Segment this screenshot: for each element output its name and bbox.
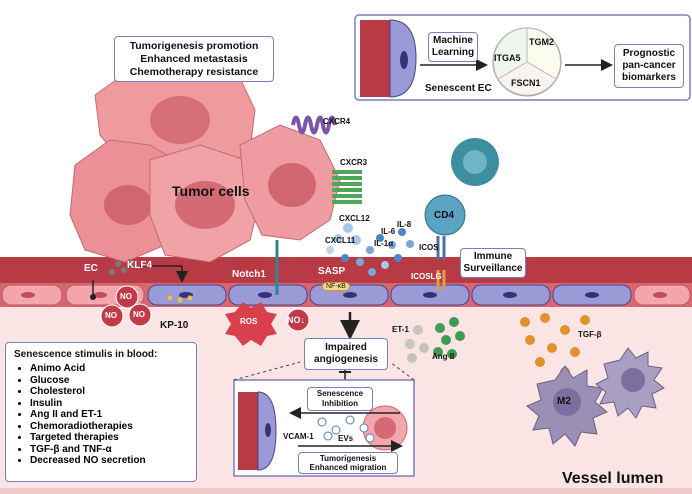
prog-line-3: biomarkers	[622, 72, 676, 83]
vcam1-label: VCAM-1	[283, 432, 314, 441]
kp10-dots	[167, 295, 193, 303]
klf4-label: KLF4	[127, 260, 152, 271]
no-label-3: NO	[133, 310, 145, 319]
stimulus-item: Insulin	[30, 398, 188, 410]
impaired-angiogenesis-box: Impaired angiogenesis	[304, 338, 388, 370]
senescence-inhibition-box: Senescence Inhibition	[307, 387, 373, 411]
surv-line-1: Immune	[473, 251, 513, 262]
cxcl11-label: CXCL11	[325, 236, 356, 245]
il8-label: IL-8	[397, 220, 412, 229]
icoslg-label: ICOSLG	[411, 272, 442, 281]
tumorig-line-2: Enhanced migration	[309, 463, 387, 472]
ml-line-2: Learning	[431, 47, 475, 58]
ev-particles	[317, 415, 375, 443]
stimulus-item: Animo Acid	[30, 363, 188, 375]
nfkb-label: NF-κB	[322, 282, 350, 291]
inhib-line-1: Senescence	[316, 389, 364, 398]
tumor-cells-label: Tumor cells	[172, 183, 250, 199]
tgfb-dots	[520, 313, 590, 377]
ros-label: ROS	[240, 317, 258, 326]
immune-surveillance-box: Immune Surveillance	[460, 248, 526, 278]
gene-tgm2: TGM2	[529, 37, 555, 47]
promotion-line-2: Enhanced metastasis	[140, 53, 248, 65]
gene-fscn1: FSCN1	[511, 78, 541, 88]
angio-line-2: angiogenesis	[314, 354, 378, 365]
machine-learning-box: Machine Learning	[428, 32, 478, 62]
surv-line-2: Surveillance	[463, 263, 523, 274]
icos-label: ICOS	[419, 243, 439, 252]
m2-label: M2	[557, 396, 571, 407]
ec-label: EC	[84, 263, 98, 274]
tgfb-label: TGF-β	[578, 330, 602, 339]
tumor-cell-cluster	[69, 59, 341, 263]
il6-label: IL-6	[381, 227, 396, 236]
et1-label: ET-1	[392, 325, 409, 334]
sasp-factor-dots	[326, 223, 414, 276]
il1a-label: IL-1α	[374, 239, 394, 248]
stimulus-item: Decreased NO secretion	[30, 455, 188, 467]
angio-line-1: Impaired	[325, 342, 367, 353]
prog-line-2: pan-cancer	[622, 60, 676, 71]
cxcr3-receptor	[332, 170, 362, 204]
no-label-1: NO	[120, 292, 132, 301]
prog-line-1: Prognostic	[622, 48, 676, 59]
tumor-promotion-box: Tumorigenesis promotion Enhanced metasta…	[114, 36, 274, 82]
notch1-label: Notch1	[232, 269, 266, 280]
promotion-line-3: Chemotherapy resistance	[129, 66, 259, 78]
stimuli-title: Senescence stimulis in blood:	[14, 349, 158, 360]
no-down-label: NO↓	[287, 315, 305, 325]
cxcl12-label: CXCL12	[339, 214, 370, 223]
cxcr4-receptor	[291, 115, 337, 135]
gene-pie	[492, 27, 562, 97]
vessel-lumen-label: Vessel lumen	[562, 470, 664, 487]
promotion-line-1: Tumorigenesis promotion	[129, 40, 259, 52]
ang2-label: Ang II	[432, 352, 455, 361]
stimulus-item: TGF-β and TNF-α	[30, 444, 188, 456]
senescence-stimuli-box: Senescence stimulis in blood: Animo Acid…	[5, 342, 197, 482]
et1-ang2-dots	[405, 317, 465, 363]
stimulus-item: Chemoradiotherapies	[30, 421, 188, 433]
m2-macrophage	[526, 347, 665, 447]
tumorigenesis-box: Tumorigenesis Enhanced migration	[298, 452, 398, 474]
stimulus-item: Cholesterol	[30, 386, 188, 398]
cxcr4-label: CXCR4	[323, 117, 351, 126]
no-molecules	[100, 285, 310, 332]
kp10-label: KP-10	[160, 320, 189, 331]
cxcr3-label: CXCR3	[340, 158, 368, 167]
stimulus-item: Glucose	[30, 375, 188, 387]
no-label-2: NO	[105, 311, 117, 320]
stimulus-item: Ang II and ET-1	[30, 409, 188, 421]
gene-itga5: ITGA5	[494, 53, 521, 63]
ros-burst	[225, 302, 277, 346]
inhib-line-2: Inhibition	[322, 399, 358, 408]
klf4-dots	[109, 259, 133, 275]
evs-label: EVs	[338, 434, 354, 443]
sasp-label: SASP	[318, 266, 346, 277]
senescent-ec-label: Senescent EC	[425, 83, 492, 94]
prognostic-box: Prognostic pan-cancer biomarkers	[614, 44, 684, 88]
cd4-label: CD4	[434, 210, 455, 221]
ml-line-1: Machine	[432, 35, 473, 46]
cd4-cell	[424, 194, 466, 236]
stimulus-item: Targeted therapies	[30, 432, 188, 444]
tumorig-line-1: Tumorigenesis	[319, 454, 377, 463]
